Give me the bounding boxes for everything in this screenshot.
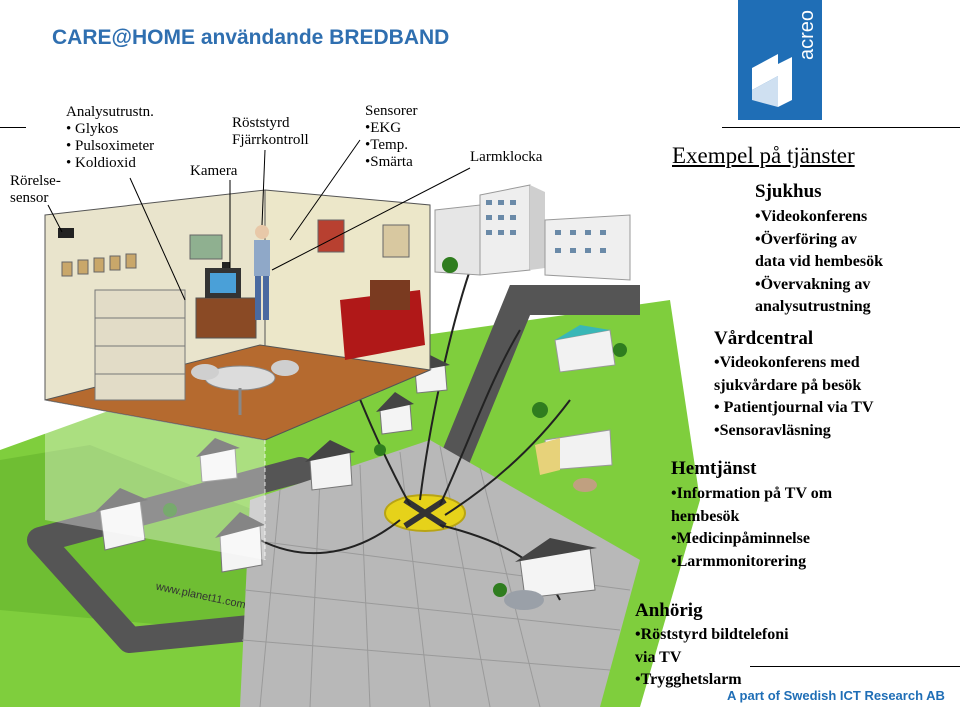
label-roststyrd: Röststyrd Fjärrkontroll	[232, 115, 309, 148]
houses	[95, 355, 597, 599]
hemtjanst-heading: Hemtjänst	[671, 458, 757, 479]
anhorig-heading: Anhörig	[635, 600, 703, 621]
plaza	[240, 440, 640, 707]
label-sensorer: Sensorer •EKG •Temp. •Smärta	[365, 103, 418, 170]
label-larmklocka: Larmklocka	[470, 149, 543, 165]
leader-lines	[47, 139, 471, 301]
hospital-buildings	[434, 184, 631, 281]
divider-right-top	[722, 127, 960, 128]
acreo-logo: acreo	[738, 0, 822, 120]
sjukhus-heading: Sjukhus	[755, 181, 822, 202]
trees	[163, 257, 627, 597]
acreo-logo-icon	[752, 54, 792, 107]
hemtjanst-list: •Information på TV om hembesök •Medicinp…	[671, 485, 833, 570]
label-kamera: Kamera	[190, 163, 238, 179]
divider-left-top	[0, 127, 26, 128]
vardcentral-list: •Videokonferens med sjukvårdare på besök…	[714, 354, 874, 439]
vardcentral-heading: Vårdcentral	[714, 328, 814, 349]
sjukhus-list: •Videokonferens •Överföring av data vid …	[755, 208, 884, 315]
divider-right-bottom	[750, 666, 960, 667]
anhorig-list: •Röststyrd bildtelefoni via TV •Trygghet…	[635, 626, 789, 688]
page-title: CARE@HOME användande BREDBAND	[52, 26, 450, 49]
label-rorelsesensor: Rörelse- sensor	[10, 173, 61, 206]
label-analysutrustning: Analysutrustn. • Glykos • Pulsoximeter •…	[66, 104, 155, 171]
footer-text: A part of Swedish ICT Research AB	[727, 688, 945, 703]
services-title: Exempel på tjänster	[672, 143, 855, 168]
car	[504, 590, 544, 610]
house-cutaway	[44, 189, 432, 560]
clinic-building	[554, 329, 616, 373]
road-right	[416, 285, 640, 526]
